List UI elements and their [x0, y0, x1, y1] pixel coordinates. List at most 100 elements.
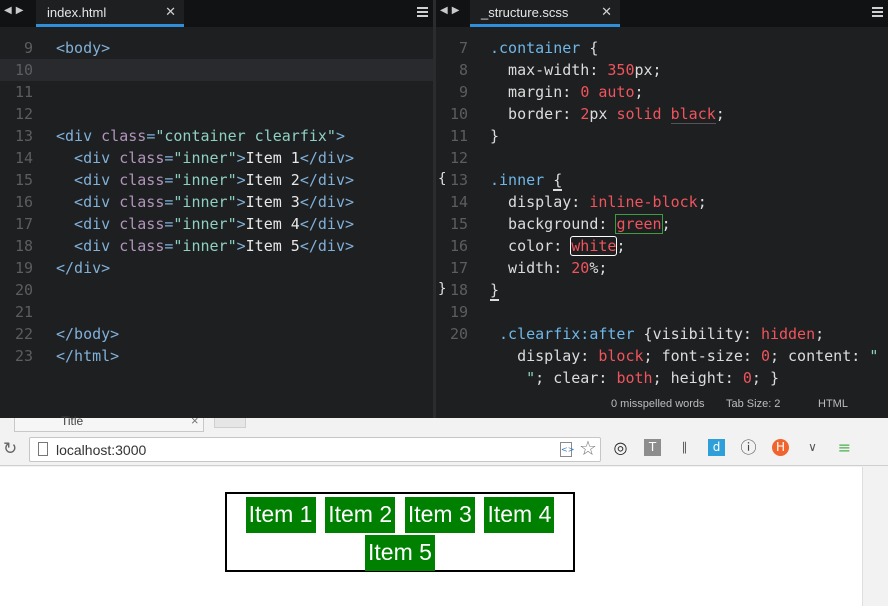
scss-code-pane[interactable]: 7.container {8 max-width: 350px;9 margin… — [436, 27, 888, 390]
code-token: Item 3 — [245, 193, 300, 211]
bookmark-star-icon[interactable]: ☆ — [579, 436, 597, 460]
code-token: = — [146, 127, 156, 145]
new-tab-button[interactable] — [214, 418, 246, 428]
line-number: 19 — [14, 259, 33, 277]
code-line[interactable]: 20 .clearfix:after {visibility: hidden; — [436, 323, 824, 345]
code-line[interactable]: 16 color: white; — [436, 235, 625, 257]
code-line[interactable]: 13<div class="container clearfix"> — [0, 125, 345, 147]
inner-item: Item 4 — [484, 497, 555, 533]
close-icon[interactable]: × — [191, 413, 199, 428]
tab-nav-arrows-icon[interactable]: ◀▶ — [4, 5, 28, 16]
code-text: margin: 0 auto; — [490, 81, 643, 103]
code-line[interactable]: 11 — [0, 81, 33, 103]
pane-menu-icon[interactable] — [872, 7, 883, 17]
code-token: class — [119, 149, 165, 167]
code-token: black — [670, 105, 716, 124]
code-line[interactable]: "; clear: both; height: 0; } — [436, 367, 779, 389]
line-number: 19 — [449, 303, 468, 321]
pane-menu-icon[interactable] — [417, 7, 428, 17]
scrollbar[interactable] — [862, 467, 888, 606]
info-icon[interactable]: ⓘ — [740, 438, 757, 457]
code-token: "container clearfix" — [155, 127, 336, 145]
syntax-status[interactable]: HTML — [818, 398, 848, 410]
code-token: "inner" — [173, 149, 237, 167]
code-line[interactable]: 15 <div class="inner">Item 2</div> — [0, 169, 354, 191]
code-text: .inner { — [490, 169, 563, 191]
pocket-icon[interactable]: ∨ — [808, 440, 817, 454]
code-text: "; clear: both; height: 0; } — [490, 367, 779, 389]
code-line[interactable]: 12 — [436, 147, 468, 169]
code-line[interactable]: 9<body> — [0, 37, 110, 59]
code-line[interactable]: 8 max-width: 350px; — [436, 59, 662, 81]
code-view-icon[interactable]: <> — [560, 442, 574, 457]
code-token: ; content: — [769, 347, 870, 365]
code-text: <div class="inner">Item 2</div> — [56, 169, 354, 191]
code-line[interactable]: 14 <div class="inner">Item 1</div> — [0, 147, 354, 169]
code-text: <body> — [56, 37, 110, 59]
code-line[interactable]: 15 background: green; — [436, 213, 671, 235]
code-token: "inner" — [173, 171, 237, 189]
reload-icon[interactable]: ↻ — [3, 439, 18, 459]
code-line[interactable]: 17 <div class="inner">Item 4</div> — [0, 213, 354, 235]
code-line[interactable]: 12 — [0, 103, 33, 125]
browser-tab[interactable]: Title × — [14, 413, 204, 432]
line-number: 13 — [14, 127, 33, 145]
code-line[interactable]: 20 — [0, 279, 33, 301]
code-line[interactable]: display: block; font-size: 0; content: " — [436, 345, 878, 367]
code-text: <div class="inner">Item 1</div> — [56, 147, 354, 169]
url-text[interactable]: localhost:3000 — [56, 442, 147, 458]
code-token: <div — [56, 215, 120, 233]
spellcheck-status[interactable]: 0 misspelled words — [611, 398, 705, 410]
code-text: <div class="inner">Item 3</div> — [56, 191, 354, 213]
disqus-icon[interactable]: d — [708, 439, 725, 456]
code-line[interactable]: 17 width: 20%; — [436, 257, 607, 279]
close-icon[interactable]: ✕ — [165, 4, 176, 19]
code-line[interactable]: 14 display: inline-block; — [436, 191, 707, 213]
code-token: 0 — [760, 347, 770, 365]
code-line[interactable]: 13.inner { — [436, 169, 563, 191]
menu-icon[interactable]: ≡ — [837, 438, 852, 457]
pane-divider[interactable] — [433, 0, 436, 418]
code-token: Item 2 — [245, 171, 300, 189]
code-token: </body> — [56, 325, 120, 343]
code-token: " — [869, 347, 879, 365]
code-line[interactable]: 23</html> — [0, 345, 119, 367]
tab-size-status[interactable]: Tab Size: 2 — [726, 398, 781, 410]
web-page-content: Item 1 Item 2 Item 3 Item 4 Item 5 — [0, 467, 862, 606]
address-bar[interactable]: localhost:3000 <> ☆ — [29, 436, 601, 462]
code-token: { — [589, 39, 599, 57]
code-line[interactable]: 19</div> — [0, 257, 110, 279]
code-token: display: — [490, 347, 599, 365]
line-number: 22 — [14, 325, 33, 343]
current-line-highlight — [0, 59, 433, 81]
line-number: 17 — [14, 215, 33, 233]
tagger-icon[interactable]: T — [644, 439, 661, 456]
fold-marker-icon[interactable]: { — [438, 171, 447, 187]
code-token: ; — [815, 325, 825, 343]
code-token: Item 5 — [245, 237, 300, 255]
fold-marker-icon[interactable]: } — [438, 281, 447, 297]
tab-structure-scss[interactable]: _structure.scss ✕ — [470, 0, 620, 27]
code-line[interactable]: 16 <div class="inner">Item 3</div> — [0, 191, 354, 213]
code-token: > — [236, 149, 246, 167]
code-token: inline-block — [589, 193, 698, 211]
code-line[interactable]: 18} — [436, 279, 500, 301]
tab-nav-arrows-icon[interactable]: ◀▶ — [440, 5, 464, 16]
hacker-icon[interactable]: H — [772, 439, 789, 456]
code-line[interactable]: 9 margin: 0 auto; — [436, 81, 644, 103]
library-icon[interactable]: ∥ — [681, 440, 688, 454]
code-line[interactable]: 10 border: 2px solid black; — [436, 103, 725, 125]
code-line[interactable]: 7.container { — [436, 37, 598, 59]
code-line[interactable]: 21 — [0, 301, 33, 323]
code-line[interactable]: 11} — [436, 125, 499, 147]
code-line[interactable]: 19 — [436, 301, 468, 323]
code-token: = — [164, 215, 174, 233]
tab-index-html[interactable]: index.html ✕ — [36, 0, 184, 27]
code-line[interactable]: 18 <div class="inner">Item 5</div> — [0, 235, 354, 257]
code-line[interactable]: 10 — [0, 59, 33, 81]
close-icon[interactable]: ✕ — [601, 4, 612, 19]
code-token: ; — [616, 237, 626, 255]
ghostery-icon[interactable]: ◎ — [613, 438, 628, 457]
code-line[interactable]: 22 </body> — [0, 323, 119, 345]
